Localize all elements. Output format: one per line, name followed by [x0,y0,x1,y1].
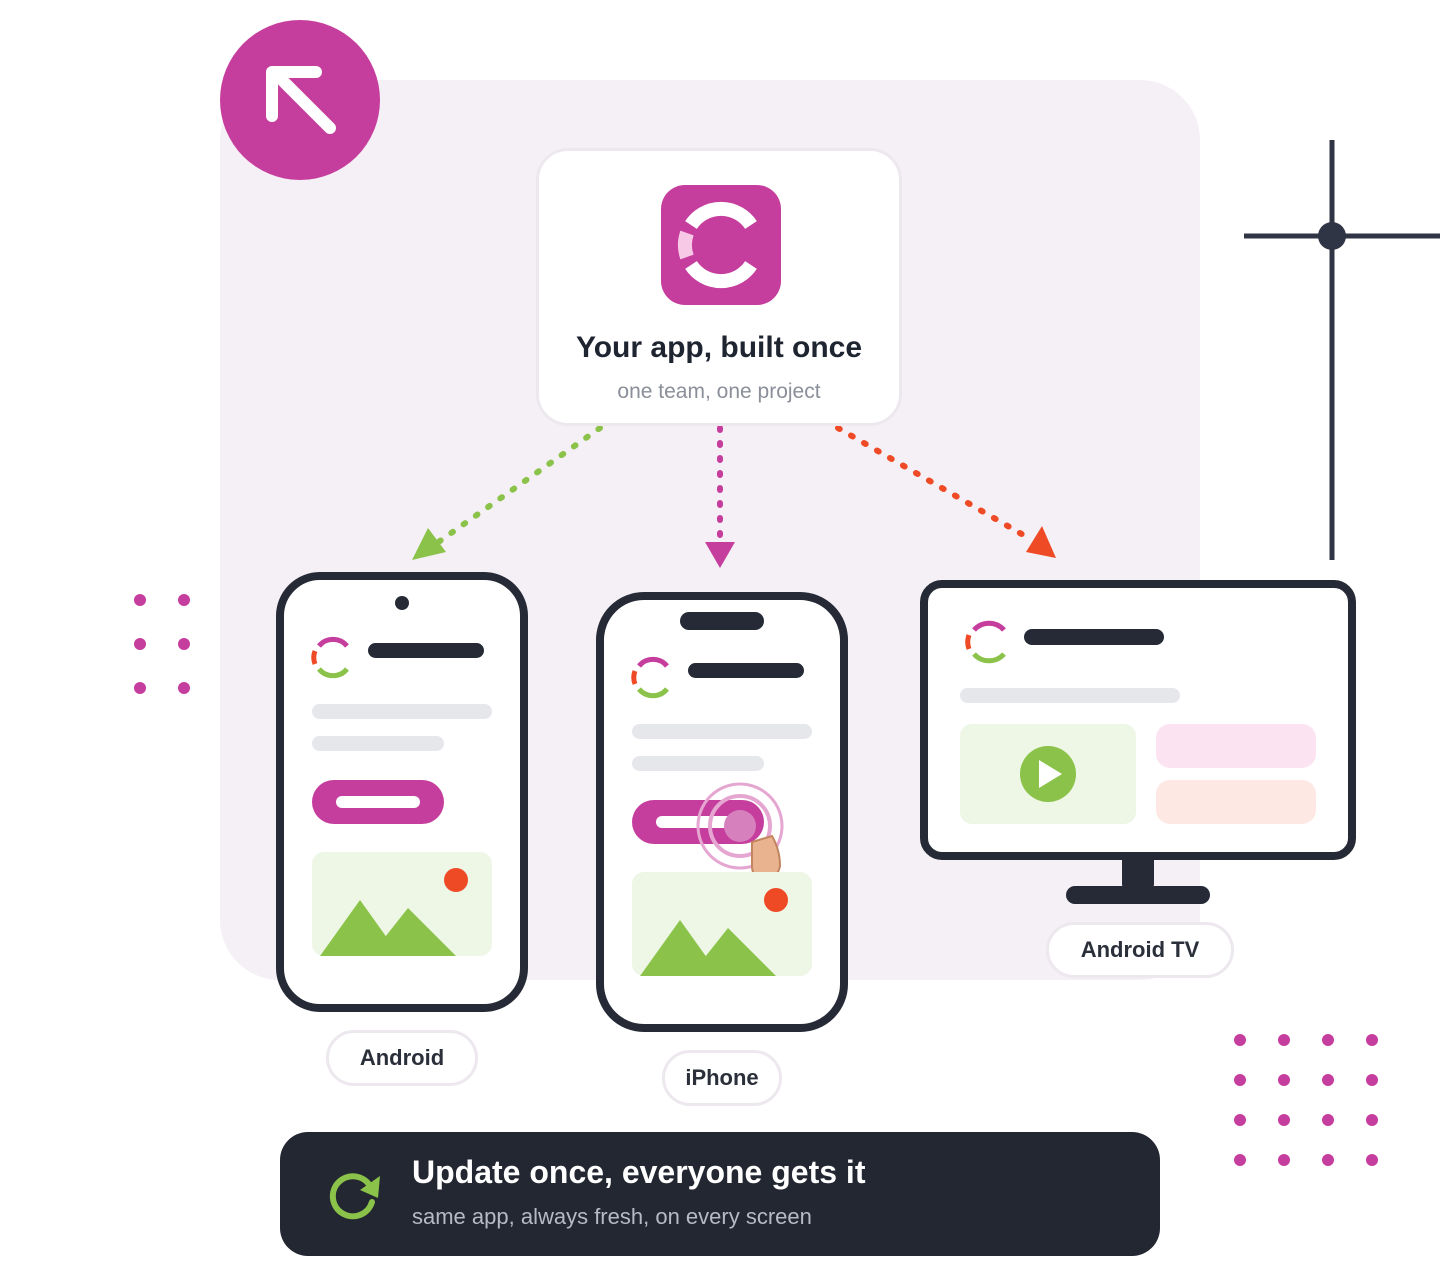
iphone [596,592,848,1032]
notch [680,612,764,630]
update-banner: Update once, everyone gets it same app, … [280,1132,1160,1256]
banner-subtitle: same app, always fresh, on every screen [412,1204,812,1229]
app-logo-icon [965,620,1006,664]
label-android-tv: Android TV [1046,922,1234,978]
mountain-image-icon [632,872,812,976]
arrow-up-left-icon [266,66,336,134]
banner-title: Update once, everyone gets it [412,1154,866,1190]
arrow-to-android [412,425,603,560]
label-iphone: iPhone [662,1050,782,1106]
camera-dot [395,596,409,610]
android-phone [276,572,528,1012]
hub-card: Your app, built once one team, one proje… [536,148,902,426]
hub-title: Your app, built once [575,331,863,364]
app-logo-icon [661,185,781,305]
dot-grid-right [1234,1034,1378,1166]
android-tv-screen [920,580,1356,860]
app-logo-icon [311,636,349,679]
hub-subtitle: one team, one project [617,380,821,403]
app-logo-icon [631,656,669,699]
crosshair-icon [1244,140,1440,560]
tv-stand [1066,886,1210,904]
finger-tap-icon [696,782,784,882]
refresh-icon [329,1173,380,1220]
tv-screen-content [960,620,1316,824]
arrow-to-tv [835,425,1056,558]
mountain-image-icon [312,852,492,956]
arrow-to-iphone [705,425,735,568]
iphone-screen-content [631,612,812,976]
tv-neck [1122,856,1154,890]
connector-arrows [412,425,1056,568]
label-android: Android [326,1030,478,1086]
dot-grid-left [134,594,190,694]
play-icon [960,724,1136,824]
corner-badge[interactable] [220,20,380,180]
android-screen-content [311,596,492,956]
